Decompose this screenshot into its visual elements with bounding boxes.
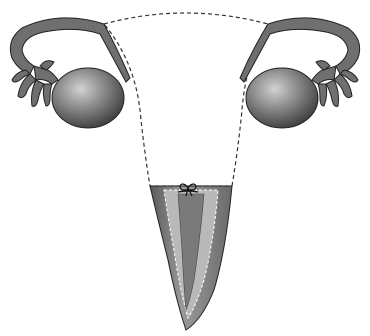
right-ovary: [246, 68, 318, 128]
left-ovary: [52, 68, 124, 128]
vaginal-canal: [150, 186, 232, 330]
uterus-dashed-outline: [104, 13, 268, 186]
